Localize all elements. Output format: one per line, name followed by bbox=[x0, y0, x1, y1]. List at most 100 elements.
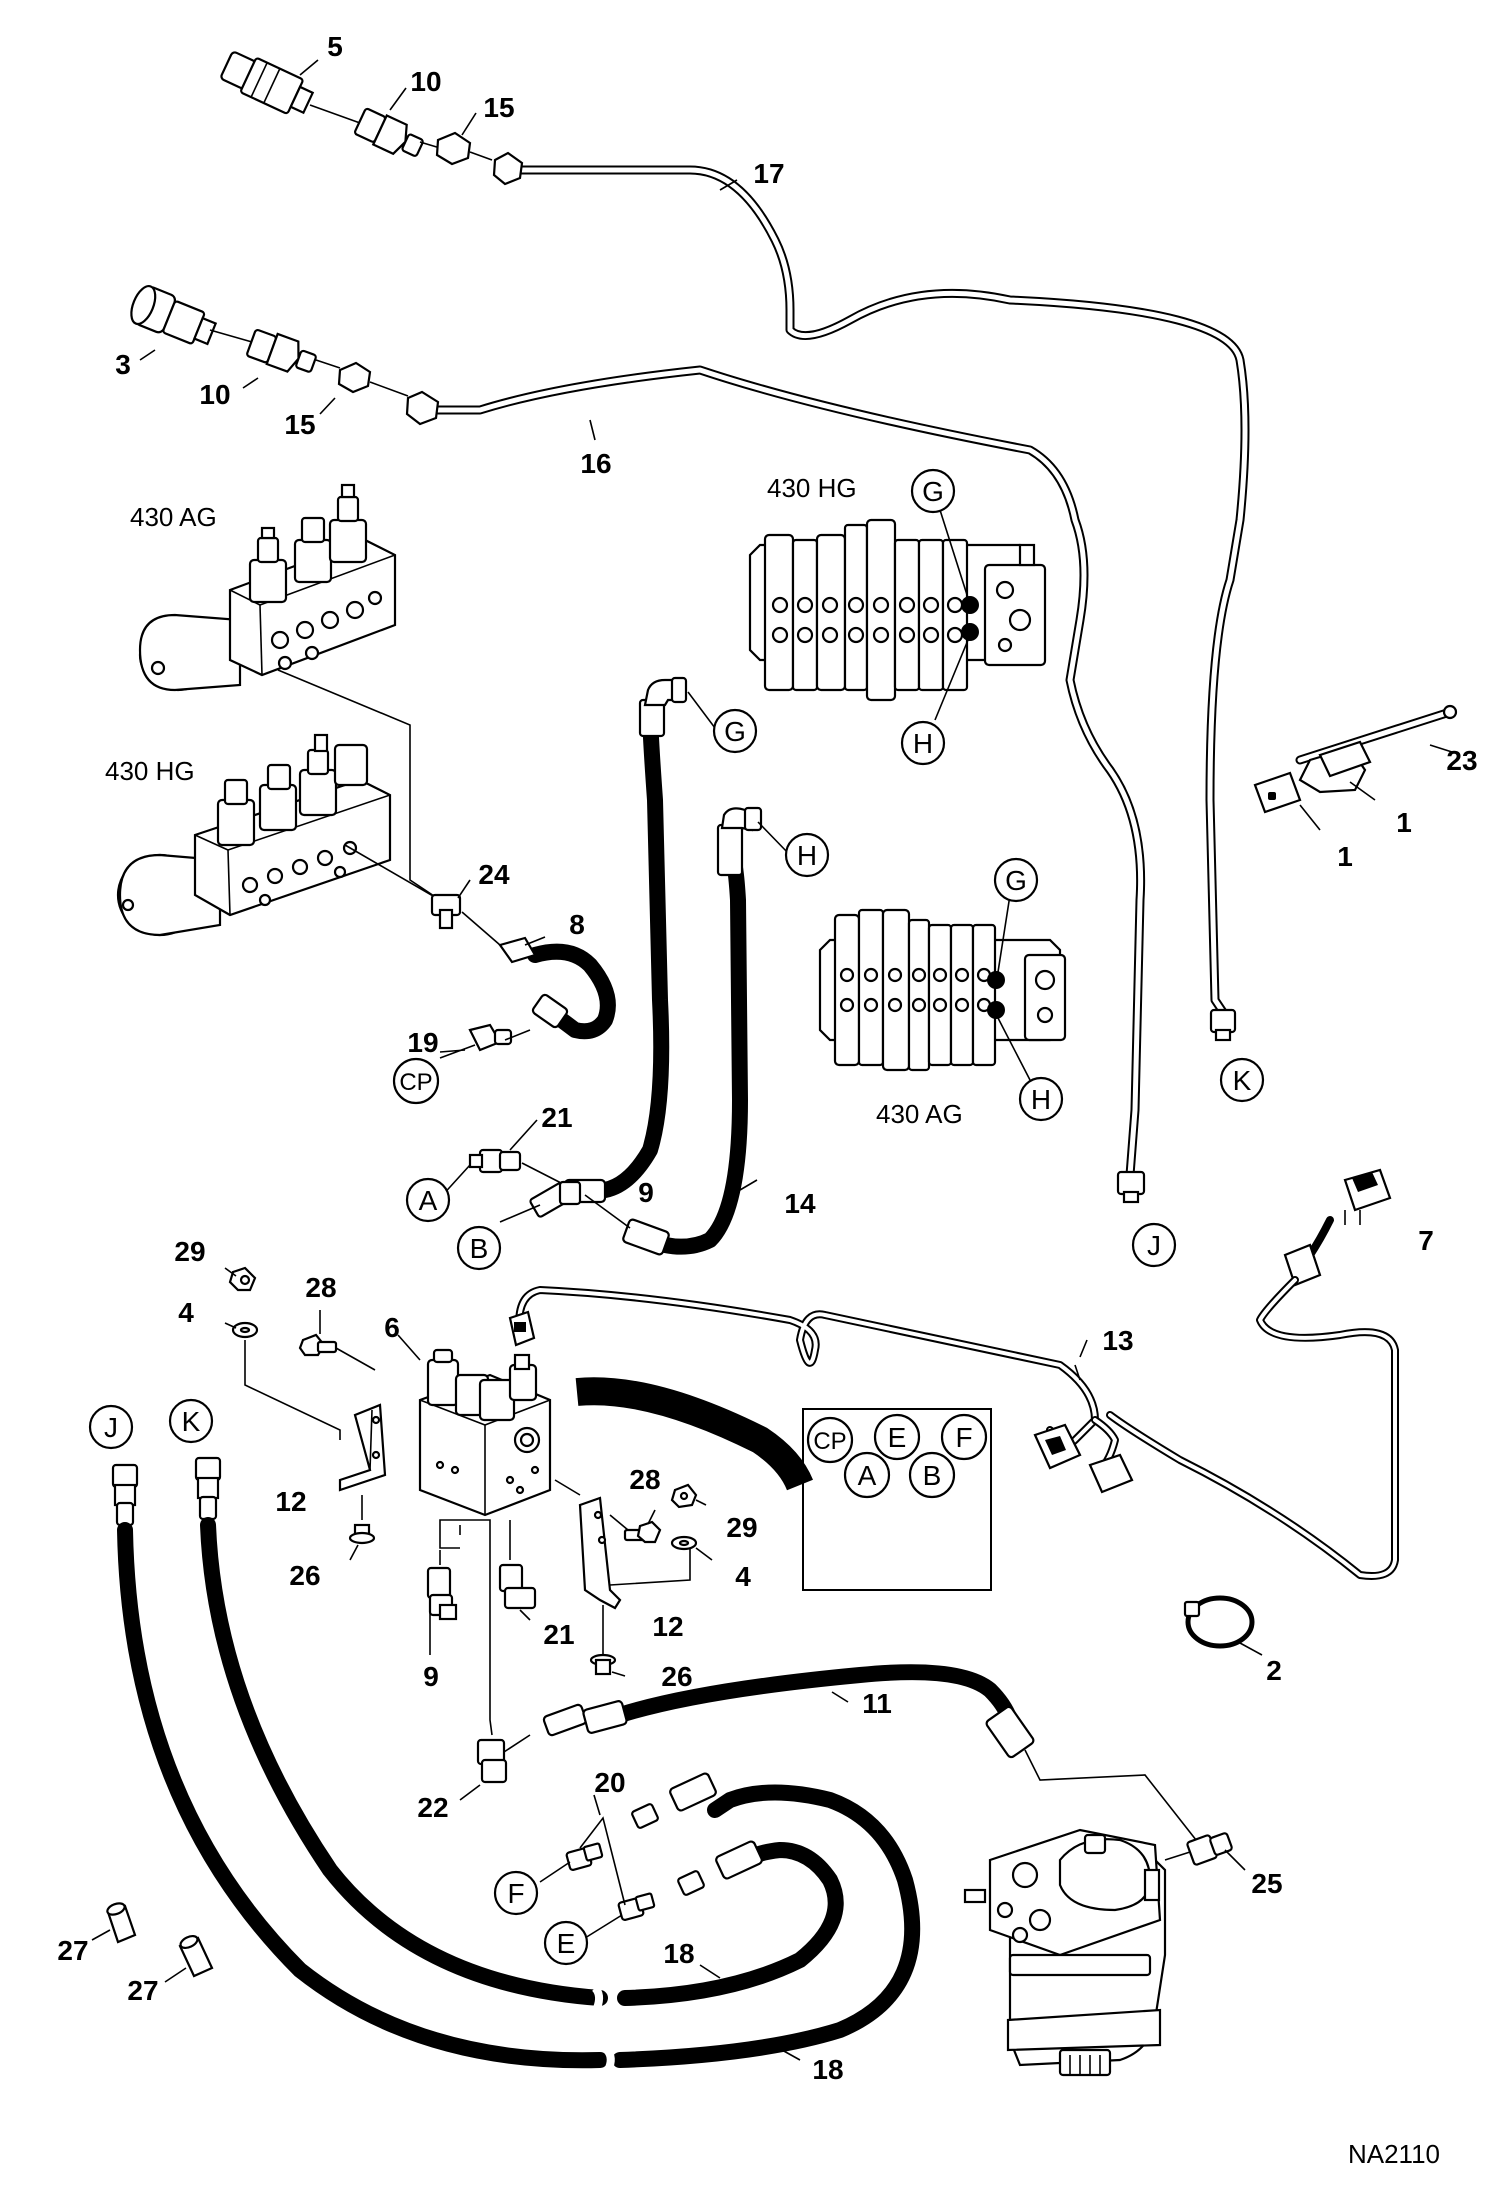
callout-leaders bbox=[139, 59, 1088, 1816]
callout-20: 20 bbox=[594, 1767, 625, 1798]
callout-19: 19 bbox=[407, 1027, 438, 1058]
callout-10-mid: 10 bbox=[199, 379, 230, 410]
callout-4-right: 4 bbox=[735, 1561, 751, 1592]
legend-cp: CP bbox=[813, 1428, 846, 1455]
tee-fitting-24 bbox=[430, 893, 501, 946]
fitting-25 bbox=[1164, 1832, 1246, 1871]
tube-16-nut bbox=[1116, 1170, 1146, 1196]
callout-5: 5 bbox=[327, 31, 343, 62]
leader-19-cp bbox=[439, 1044, 476, 1059]
port-h-hg: H bbox=[913, 728, 933, 759]
legend-b: B bbox=[923, 1460, 942, 1491]
legend-f: F bbox=[955, 1422, 972, 1453]
callout-27-a: 27 bbox=[57, 1935, 88, 1966]
callout-2: 2 bbox=[1266, 1655, 1282, 1686]
hose-11 bbox=[542, 1664, 1201, 1846]
fitting-19 bbox=[468, 1023, 513, 1052]
hose-clamp-2 bbox=[1183, 1595, 1263, 1656]
hydraulic-motor bbox=[963, 1828, 1167, 2077]
port-b: B bbox=[470, 1233, 489, 1264]
motor-shaft bbox=[1058, 2048, 1112, 2077]
adapter-10-mid bbox=[246, 328, 317, 373]
valve-block-6 bbox=[338, 1348, 691, 1736]
port-g-dot-hg bbox=[961, 596, 979, 614]
callout-21-b: 21 bbox=[543, 1619, 574, 1650]
tube-17-nut bbox=[1209, 1008, 1237, 1034]
label-430-ag-control-valve: 430 AG bbox=[876, 1099, 963, 1129]
port-g-hg: G bbox=[922, 476, 944, 507]
tube-16-end bbox=[1122, 1190, 1140, 1204]
callout-28-left: 28 bbox=[305, 1272, 336, 1303]
hardware-right bbox=[589, 1483, 713, 1677]
bolt-26-left bbox=[348, 1495, 376, 1561]
callout-29-left: 29 bbox=[174, 1236, 205, 1267]
callout-7: 7 bbox=[1418, 1225, 1434, 1256]
port-g-ag: G bbox=[1005, 865, 1027, 896]
elbow-fitting-22 bbox=[459, 1734, 531, 1801]
hose-11-left-fitting bbox=[542, 1703, 588, 1737]
port-h-hose: H bbox=[797, 840, 817, 871]
callout-23: 23 bbox=[1446, 745, 1477, 776]
callout-22: 22 bbox=[417, 1792, 448, 1823]
tube-16 bbox=[433, 365, 1146, 1204]
port-e-fitting: E bbox=[557, 1928, 576, 1959]
callout-18-b: 18 bbox=[812, 2054, 843, 2085]
harness-connector-b bbox=[1088, 1453, 1134, 1494]
leader-hg-24 bbox=[344, 844, 441, 901]
callout-12-right: 12 bbox=[652, 1611, 683, 1642]
elbow-fitting-21-lower bbox=[498, 1520, 537, 1621]
control-valve-430-hg bbox=[748, 509, 1047, 721]
part-callouts: 5 10 15 17 3 10 15 16 23 1 1 24 8 19 21 … bbox=[57, 31, 1477, 2085]
leader-15-tube bbox=[469, 151, 493, 161]
clamp-bracket-1 bbox=[1253, 704, 1458, 831]
wire-harness-13 bbox=[508, 1286, 1134, 1494]
tube-17-fitting bbox=[492, 151, 524, 186]
callout-4-left: 4 bbox=[178, 1297, 194, 1328]
break-mark-k bbox=[591, 1985, 604, 2010]
callout-12-left: 12 bbox=[275, 1486, 306, 1517]
port-h-dot-ag bbox=[987, 1001, 1005, 1019]
port-legend-box: CP E F A B bbox=[575, 1377, 992, 1591]
label-430-ag-manifold: 430 AG bbox=[130, 502, 217, 532]
callout-9-b: 9 bbox=[423, 1661, 439, 1692]
hose-18-fittings bbox=[631, 1772, 801, 2061]
legend-e: E bbox=[888, 1422, 907, 1453]
valve-variant-labels: 430 AG 430 HG 430 HG 430 AG bbox=[105, 473, 963, 1129]
port-j-hose: J bbox=[104, 1412, 118, 1443]
port-cp: CP bbox=[399, 1069, 432, 1096]
bolt-26-right bbox=[589, 1605, 626, 1677]
adapter-10-top bbox=[354, 107, 424, 157]
hose-j bbox=[111, 1463, 921, 2069]
callout-3: 3 bbox=[115, 349, 131, 380]
legend-a: A bbox=[858, 1460, 877, 1491]
hose-k bbox=[194, 1456, 844, 2006]
bolt-28-right bbox=[609, 1509, 662, 1544]
leader-ag-24 bbox=[277, 669, 441, 901]
control-valve-430-ag bbox=[818, 894, 1067, 1081]
manifold-430-hg bbox=[116, 733, 392, 937]
tube-17-end bbox=[1214, 1028, 1232, 1042]
nut-15-mid bbox=[337, 361, 372, 394]
label-430-hg-manifold: 430 HG bbox=[105, 756, 195, 786]
callout-14: 14 bbox=[784, 1188, 816, 1219]
switch-7 bbox=[1106, 1168, 1399, 1580]
port-g-dot-ag bbox=[987, 971, 1005, 989]
callout-17: 17 bbox=[753, 158, 784, 189]
callout-9-a: 9 bbox=[638, 1177, 654, 1208]
port-h-ag: H bbox=[1031, 1084, 1051, 1115]
caps-27 bbox=[91, 1902, 214, 1983]
tube-17 bbox=[513, 165, 1250, 1042]
callout-8: 8 bbox=[569, 909, 585, 940]
callout-21-a: 21 bbox=[541, 1102, 572, 1133]
tube-16-fitting bbox=[405, 390, 440, 426]
nut-15-top bbox=[435, 131, 472, 166]
quick-coupler-3 bbox=[130, 285, 218, 346]
callout-27-b: 27 bbox=[127, 1975, 158, 2006]
callout-10-top: 10 bbox=[410, 66, 441, 97]
bolt-28-left bbox=[298, 1310, 376, 1371]
elbow-fitting-9-lower bbox=[426, 1525, 460, 1655]
hose-14-ferrule bbox=[716, 823, 744, 877]
leader-3-10 bbox=[209, 329, 253, 343]
hose-8 bbox=[498, 936, 616, 1040]
